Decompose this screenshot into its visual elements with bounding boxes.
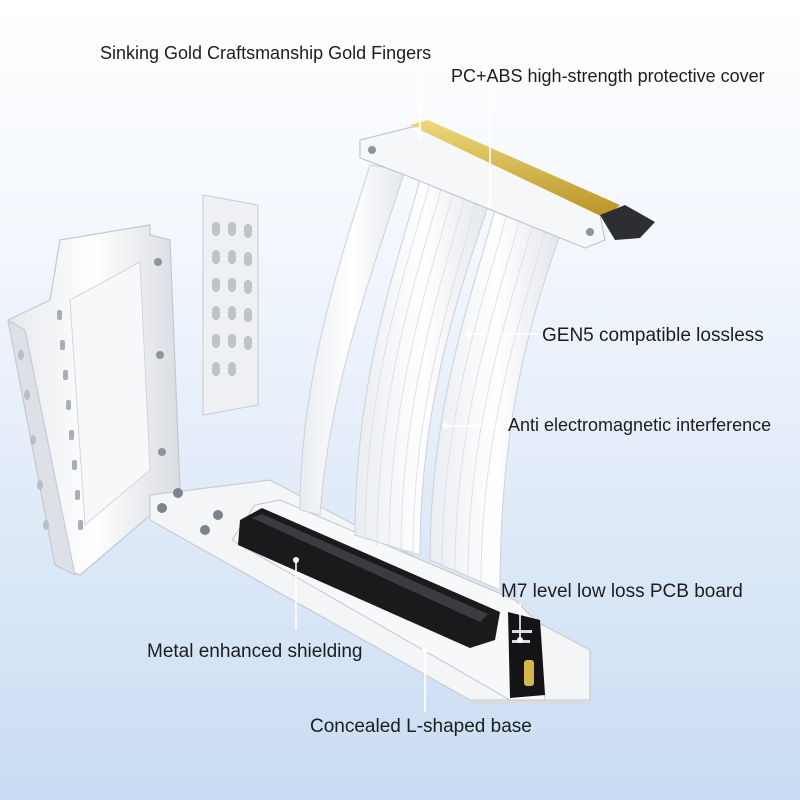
pcie-slot-board [231,499,546,701]
leader-dots [293,132,523,653]
callout-metal-shielding: Metal enhanced shielding [147,641,363,662]
callout-pcb-board: M7 level low loss PCB board [501,581,743,602]
callout-protective-cover: PC+ABS high-strength protective cover [451,66,765,86]
callout-base: Concealed L-shaped base [310,716,532,737]
vertical-bracket [7,194,259,576]
callout-gen5: GEN5 compatible lossless [542,325,764,346]
top-connector [359,120,655,249]
leader-lines [295,60,538,712]
callout-gold-fingers: Sinking Gold Craftsmanship Gold Fingers [100,43,432,63]
callout-anti-emi: Anti electromagnetic interference [508,415,772,435]
